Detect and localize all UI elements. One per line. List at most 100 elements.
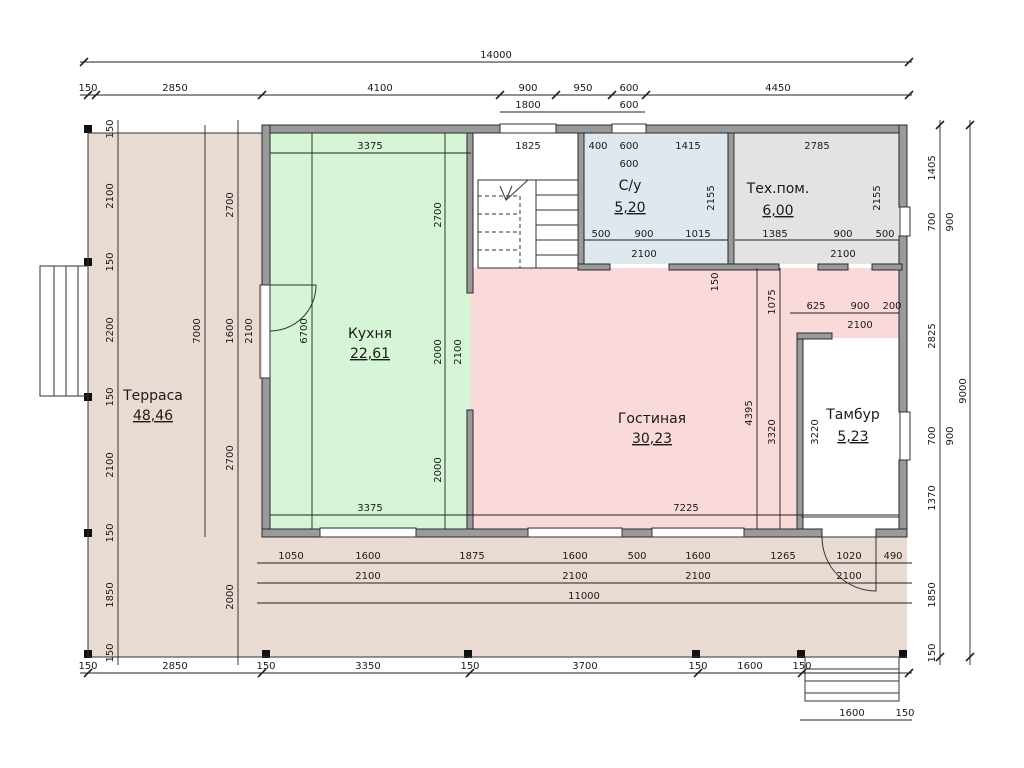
dim-below-5: 500 (627, 551, 646, 562)
right-dims: 1405 700 900 2825 700 900 1370 1850 150 … (927, 155, 969, 662)
tech-bottom-wall-right (871, 263, 903, 271)
dim-hall-2: 900 (850, 301, 869, 312)
dim-below-4: 1600 (562, 551, 587, 562)
dim-inner-2: 7000 (192, 318, 203, 343)
dim-top-sub-1: 1800 (515, 100, 540, 111)
dim-bottom-6: 3700 (572, 661, 597, 672)
dim-stair-width: 1600 (839, 708, 864, 719)
dim-bath-6: 500 (591, 229, 610, 240)
dim-below-6: 1600 (685, 551, 710, 562)
dim-kitchen-opening: 2100 (453, 339, 464, 364)
bath-area: 5,20 (614, 200, 645, 216)
dim-below-9: 490 (883, 551, 902, 562)
outer-wall-top-mid (555, 124, 613, 134)
dim-below-8: 1020 (836, 551, 861, 562)
outer-wall-bottom-2 (415, 528, 529, 538)
terrace-left-steps (39, 265, 89, 397)
left-terrace-dims: 150 2100 150 2200 150 2100 150 1850 150 (105, 119, 116, 662)
bath-tech-wall (727, 132, 735, 270)
tech-floor (735, 133, 899, 264)
dim-bath-7: 900 (634, 229, 653, 240)
dim-bottom-1: 150 (78, 661, 97, 672)
dim-bottom-7: 150 (688, 661, 707, 672)
kitchen-living-wall-bottom (466, 409, 474, 530)
dim-left-8: 1850 (105, 582, 116, 607)
dim-bottom-3: 150 (256, 661, 275, 672)
dim-kitchen-top: 3375 (357, 141, 382, 152)
dimension-ticks (79, 57, 975, 678)
doors (269, 284, 899, 592)
stair-wall (577, 132, 585, 270)
dim-vestibule-height: 3220 (810, 419, 821, 444)
outer-wall-bottom-1 (261, 528, 321, 538)
dim-right-7: 1370 (927, 485, 938, 510)
dim-inner-1: 2700 (225, 192, 236, 217)
dim-hall-4: 2100 (847, 320, 872, 331)
outer-wall-left-bottom (261, 377, 271, 538)
dim-top-2: 2850 (162, 83, 187, 94)
terrace-floor-front (262, 537, 907, 657)
dim-bottom-5: 150 (460, 661, 479, 672)
window-right-vestibule (899, 411, 911, 461)
window-bottom-2 (527, 527, 623, 538)
stair-arrow (499, 185, 513, 202)
left-inner-dims: 2700 7000 1600 2100 2700 2000 (192, 192, 255, 609)
dim-bath-2: 600 (619, 141, 638, 152)
outer-wall-bottom-3 (621, 528, 653, 538)
outer-wall-right-top (898, 124, 908, 208)
dim-living-width: 7225 (673, 503, 698, 514)
dim-left-7: 150 (105, 523, 116, 542)
kitchen-name: Кухня (348, 326, 392, 342)
dim-living-wall: 150 (710, 272, 721, 291)
dim-total-width: 14000 (480, 50, 512, 61)
dim-inner-5: 2700 (225, 445, 236, 470)
dim-top-5: 950 (573, 83, 592, 94)
dim-hall-3: 200 (882, 301, 901, 312)
dim-inner-3: 1600 (225, 318, 236, 343)
dim-below-row2-1: 2100 (355, 571, 380, 582)
dim-top-4: 900 (518, 83, 537, 94)
dim-below-total: 11000 (568, 591, 600, 602)
dim-bath-8: 1015 (685, 229, 710, 240)
dim-kitchen-height: 6700 (299, 318, 310, 343)
staircase (477, 179, 579, 269)
bath-floor (584, 133, 728, 264)
kitchen-living-wall-top (466, 132, 474, 294)
vestibule-name: Тамбур (825, 407, 880, 423)
dim-below-3: 1875 (459, 551, 484, 562)
dim-right-8: 1850 (927, 582, 938, 607)
dim-left-1: 150 (105, 119, 116, 138)
dim-right-1: 1405 (927, 155, 938, 180)
dim-top-6: 600 (619, 83, 638, 94)
window-bottom-3 (651, 527, 745, 538)
dim-bath-4: 1415 (675, 141, 700, 152)
dim-living-height: 4395 (744, 400, 755, 425)
dim-left-4: 2200 (105, 317, 116, 342)
dim-right-5: 700 (927, 426, 938, 445)
dim-kitchen-upper: 2700 (433, 202, 444, 227)
dim-living-lower: 3320 (767, 419, 778, 444)
outer-wall-right-mid (898, 235, 908, 413)
dim-below-row2-3: 2100 (685, 571, 710, 582)
outer-wall-left-top (261, 124, 271, 286)
dim-bottom-8: 1600 (737, 661, 762, 672)
dim-top-7: 4450 (765, 83, 790, 94)
kitchen-floor (270, 133, 471, 529)
vestibule-wall-left (796, 332, 804, 530)
window-right-tech (899, 206, 911, 237)
dim-kitchen-bottom: 3375 (357, 503, 382, 514)
dim-stair-edge: 150 (895, 708, 914, 719)
dim-inner-6: 2000 (225, 584, 236, 609)
dim-tech-5: 500 (875, 229, 894, 240)
dim-below-7: 1265 (770, 551, 795, 562)
dim-hall-1: 625 (806, 301, 825, 312)
dim-below-row2-2: 2100 (562, 571, 587, 582)
dim-below-2: 1600 (355, 551, 380, 562)
dim-below-row2-4: 2100 (836, 571, 861, 582)
dim-right-total: 9000 (958, 378, 969, 403)
tech-bottom-wall (817, 263, 849, 271)
dim-tech-1: 2785 (804, 141, 829, 152)
living-area: 30,23 (632, 431, 672, 447)
outer-wall-bottom-5 (875, 528, 908, 538)
outer-wall-bottom-4 (743, 528, 823, 538)
